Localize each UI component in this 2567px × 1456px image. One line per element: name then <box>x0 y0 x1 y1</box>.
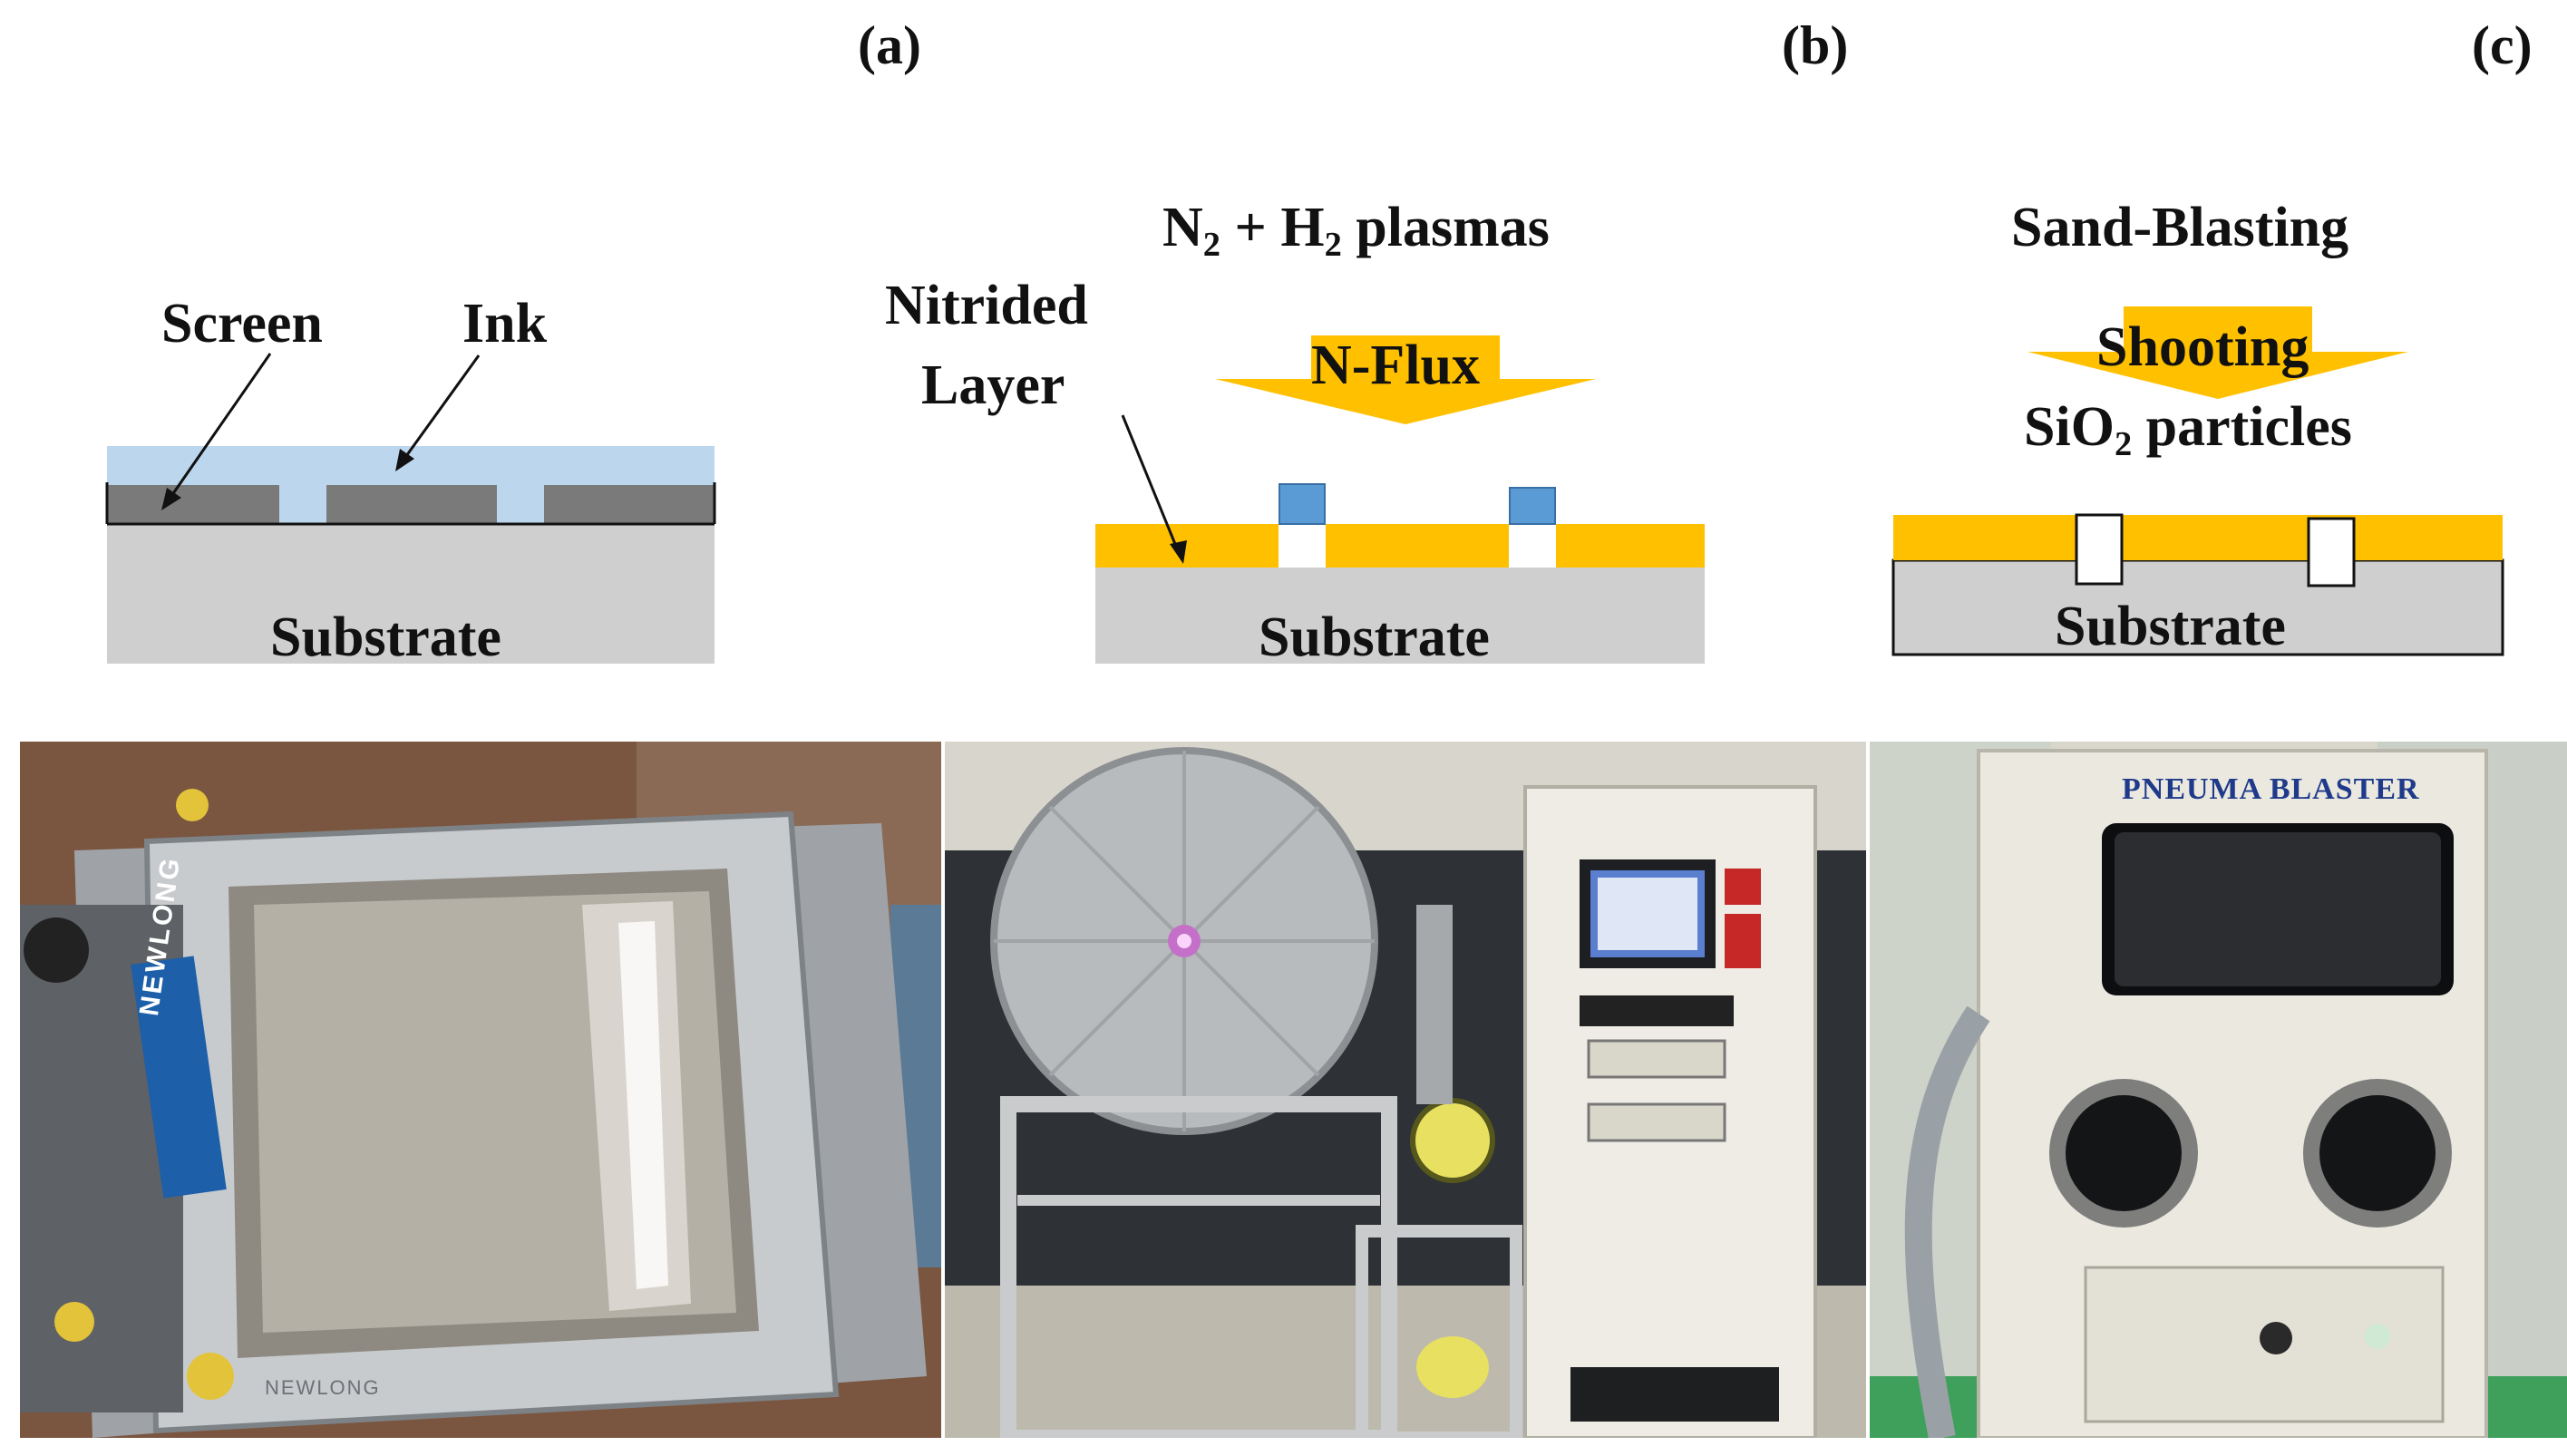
nitrided-label-line1: Nitrided <box>885 275 1088 336</box>
screen-arrow <box>166 353 272 502</box>
substrate-c <box>1891 558 2504 656</box>
ink-block-3 <box>544 485 715 524</box>
nitrided-block-3 <box>1556 524 1705 568</box>
panel-letter-a: (a) <box>858 15 921 75</box>
panel-letter-b: (b) <box>1782 15 1849 75</box>
newlong-frame-text: NEWLONG <box>265 1376 381 1399</box>
ink-arrow <box>400 354 481 463</box>
blast-cavity-2 <box>2307 517 2356 587</box>
coating-layer <box>1893 515 2503 560</box>
pneuma-blaster-label: PNEUMA BLASTER <box>2122 772 2420 806</box>
ink-block-2 <box>326 485 497 524</box>
plasma-label: N2 + H2 plasmas <box>1162 197 1550 264</box>
n-flux-arrow <box>1215 379 1596 424</box>
n-flux-label: N-Flux <box>1311 335 1480 396</box>
ink-block-1 <box>107 485 279 524</box>
sand-blaster-photo: PNEUMA BLASTER <box>1870 742 2567 1438</box>
substrate-label-b: Substrate <box>1259 607 1490 668</box>
panel-letter-c: (c) <box>2472 15 2533 75</box>
mask-block-1 <box>1279 483 1326 525</box>
nitrided-block-2 <box>1326 524 1509 568</box>
blast-cavity-1 <box>2075 513 2124 586</box>
substrate-label-a: Substrate <box>270 607 501 668</box>
substrate-b <box>1095 568 1705 664</box>
screen-label: Screen <box>161 293 323 354</box>
shooting-label: Shooting <box>2096 316 2309 378</box>
screen-printer-photo: NEWLONG NEWLONG <box>20 742 941 1438</box>
nitrided-label-line2: Layer <box>921 354 1065 416</box>
nitrided-arrow <box>1121 414 1181 554</box>
particles-label: SiO2 particles <box>2024 396 2352 463</box>
shooting-arrow <box>2027 352 2408 399</box>
substrate-label-c: Substrate <box>2055 596 2286 657</box>
substrate-a <box>107 524 715 664</box>
mask-block-2 <box>1509 487 1556 525</box>
ink-label: Ink <box>462 293 548 354</box>
plasma-nitriding-photo <box>945 742 1866 1438</box>
nitrided-block-1 <box>1095 524 1279 568</box>
sand-blasting-label: Sand-Blasting <box>2011 197 2349 258</box>
